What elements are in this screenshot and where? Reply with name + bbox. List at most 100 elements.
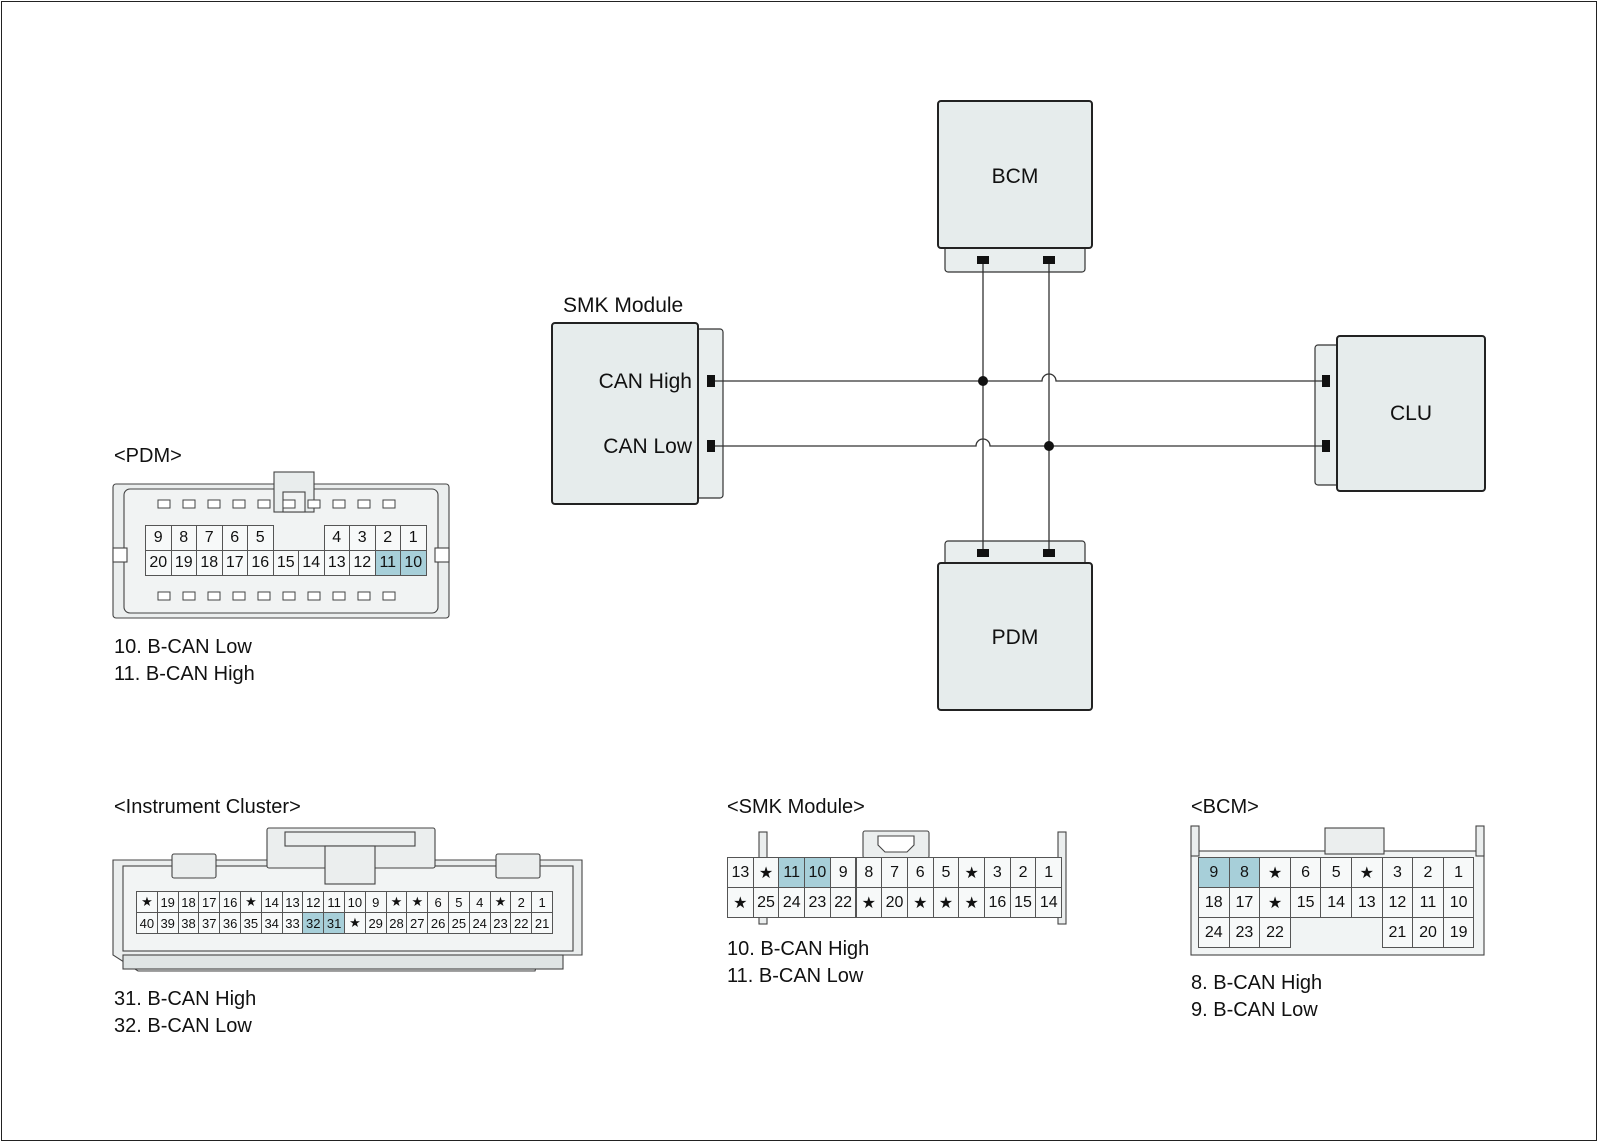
can-bus-wires	[715, 264, 1322, 549]
bcm-pin-cell: 14	[1320, 887, 1352, 918]
cluster-pin-cell: 26	[427, 912, 449, 934]
pdm-pin-cell: 2	[374, 525, 401, 551]
pdm-latch-slot	[207, 591, 221, 601]
bcm-can-low-terminal	[1043, 256, 1055, 264]
pdm-pin-cell: 13	[323, 550, 350, 576]
cluster-pin-cell: 29	[364, 912, 387, 934]
smk-pin-cell: ★	[855, 887, 883, 918]
smk-pin-cell: 14	[1035, 887, 1063, 918]
pdm-latch-slot	[282, 591, 296, 601]
smk-pin-cell: 3	[984, 857, 1011, 888]
bcm-pin-cell	[1320, 917, 1352, 948]
can-high-wire	[715, 373, 1322, 382]
smk-pin-11: 11. B-CAN Low	[727, 965, 864, 987]
pdm-module: PDM	[937, 540, 1093, 711]
cluster-pin-cell: 21	[531, 912, 553, 934]
smk-pin-cell: ★	[958, 857, 985, 888]
pdm-latches-bottom	[157, 591, 396, 601]
smk-pin-cell: 11	[778, 857, 806, 888]
smk-pin-cell: 9	[829, 857, 857, 888]
bcm-pin-cell: 10	[1442, 887, 1475, 918]
smk-pin-cell: 22	[829, 887, 857, 918]
cluster-pin-cell: 39	[156, 912, 179, 934]
pdm-pin-10: 10. B-CAN Low	[114, 636, 252, 658]
pdm-latch-slot	[282, 499, 296, 509]
smk-pin-cell: 24	[778, 887, 806, 918]
can-low-wire	[715, 438, 1322, 447]
smk-pin-cell: 23	[804, 887, 831, 918]
bcm-pin-9: 9. B-CAN Low	[1191, 999, 1318, 1021]
pdm-latch-slot	[232, 499, 246, 509]
pdm-pin-cell: 15	[272, 550, 299, 576]
cluster-pin-cell: 25	[448, 912, 470, 934]
pdm-latch-slot	[382, 499, 396, 509]
smk-pin-cell: 25	[752, 887, 780, 918]
smk-pin-cell: 16	[984, 887, 1011, 918]
bcm-pin-cell: 5	[1320, 857, 1352, 888]
cluster-pin-cell: 23	[489, 912, 512, 934]
bcm-pin-cell: 24	[1198, 917, 1230, 948]
cluster-pin-cell: 37	[198, 912, 221, 934]
bcm-connector-title: <BCM>	[1191, 796, 1259, 818]
bcm-pin-cell: 17	[1228, 887, 1261, 918]
pdm-pin-cell: 20	[145, 550, 172, 576]
cluster-pin-cell: 6	[427, 891, 449, 913]
pdm-pin-cell: 16	[247, 550, 274, 576]
bcm-pin-cell: 21	[1381, 917, 1414, 948]
pdm-latch-slot	[332, 591, 346, 601]
smk-pin-10: 10. B-CAN High	[727, 938, 870, 960]
pdm-latches-top	[157, 499, 396, 509]
pdm-latch-slot	[257, 499, 271, 509]
smk-pin-cell: 13	[727, 857, 754, 888]
cluster-pin-cell: ★	[406, 891, 429, 913]
bcm-pin-cell: 2	[1412, 857, 1444, 888]
cluster-pin-cell: ★	[136, 891, 158, 913]
pdm-pin-cell: 4	[323, 525, 350, 551]
pdm-latch-slot	[357, 499, 371, 509]
cluster-pin-cell: 34	[260, 912, 283, 934]
pdm-connector-title: <PDM>	[114, 445, 182, 467]
pdm-latch-slot	[357, 591, 371, 601]
cluster-pin-cell: 38	[177, 912, 200, 934]
cluster-pin-cell: 35	[240, 912, 262, 934]
pdm-pin-cell: 14	[298, 550, 325, 576]
pdm-pin-cell: 3	[349, 525, 376, 551]
smk-pin-cell: 8	[855, 857, 883, 888]
pdm-latch-slot	[307, 499, 321, 509]
bcm-module: BCM	[937, 100, 1093, 273]
pdm-pin-cell: 6	[221, 525, 248, 551]
pdm-latch-slot	[307, 591, 321, 601]
smk-connector-title: <SMK Module>	[727, 796, 865, 818]
pdm-latch-slot	[257, 591, 271, 601]
smk-pin-cell: 20	[881, 887, 908, 918]
bcm-can-high-terminal	[977, 256, 989, 264]
pdm-pin-cell: 18	[196, 550, 223, 576]
bcm-pin-cell: 11	[1412, 887, 1444, 918]
bcm-pin-cell: 19	[1442, 917, 1475, 948]
smk-pin-cell: 10	[804, 857, 831, 888]
bcm-pin-cell: 6	[1289, 857, 1322, 888]
pdm-pin-11: 11. B-CAN High	[114, 663, 255, 685]
bcm-pin-cell: ★	[1259, 887, 1291, 918]
cluster-pin-cell: 28	[385, 912, 408, 934]
pdm-latch-slot	[207, 499, 221, 509]
smk-pin-cell: ★	[727, 887, 754, 918]
pdm-pin-cell	[273, 525, 300, 551]
cluster-connector-title: <Instrument Cluster>	[114, 796, 301, 818]
cluster-pin-cell: 17	[198, 891, 221, 913]
pdm-pin-legend: 10. B-CAN Low 11. B-CAN High	[114, 634, 255, 688]
bcm-pin-cell: 8	[1228, 857, 1261, 888]
smk-can-low-label: CAN Low	[603, 435, 693, 458]
pdm-pin-cell: 19	[170, 550, 197, 576]
smk-pin-cell: 7	[881, 857, 908, 888]
clu-label: CLU	[1390, 402, 1432, 425]
bcm-pin-cell: 18	[1198, 887, 1230, 918]
pdm-latch-slot	[332, 499, 346, 509]
pdm-label: PDM	[992, 626, 1039, 649]
cluster-pin-cell: 31	[323, 912, 345, 934]
clu-can-high-terminal	[1322, 375, 1330, 387]
bcm-pin-cell	[1290, 917, 1322, 948]
pdm-pin-cell: 8	[170, 525, 197, 551]
smk-pin-cell: 6	[906, 857, 934, 888]
